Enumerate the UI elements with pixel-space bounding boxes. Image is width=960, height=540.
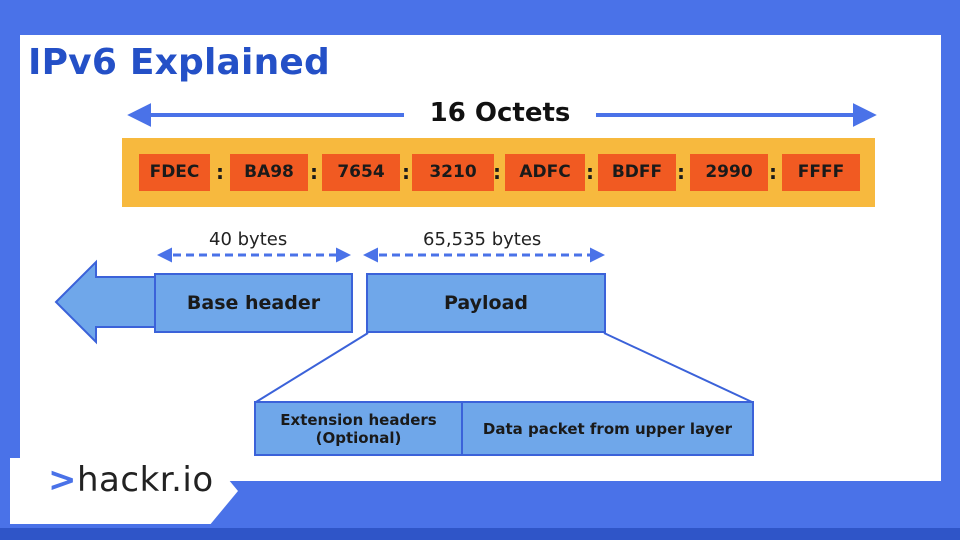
address-segment-3: 7654 bbox=[322, 154, 400, 191]
address-separator: : bbox=[677, 160, 685, 184]
brand-chevron-icon: > bbox=[48, 460, 77, 500]
brand-name: hackr.io bbox=[77, 460, 214, 500]
data-packet-box: Data packet from upper layer bbox=[461, 401, 754, 456]
base-header-box: Base header bbox=[154, 273, 353, 333]
address-segment-5: ADFC bbox=[505, 154, 585, 191]
base-header-size-label: 40 bytes bbox=[209, 229, 288, 250]
extension-headers-label: Extension headers bbox=[280, 410, 437, 429]
address-separator: : bbox=[310, 160, 318, 184]
extension-optional-label: (Optional) bbox=[315, 428, 402, 447]
payload-expand-line-left bbox=[255, 332, 369, 403]
logo-tab bbox=[10, 458, 238, 524]
address-segment-2: BA98 bbox=[230, 154, 308, 191]
address-segment-4: 3210 bbox=[412, 154, 494, 191]
payload-size-label: 65,535 bytes bbox=[423, 229, 542, 250]
address-separator: : bbox=[216, 160, 224, 184]
brand-logo: >hackr.io bbox=[48, 460, 214, 500]
address-segment-6: BDFF bbox=[598, 154, 676, 191]
payload-expand-line-right bbox=[603, 332, 753, 403]
bottom-band bbox=[0, 528, 960, 540]
address-separator: : bbox=[402, 160, 410, 184]
address-segment-7: 2990 bbox=[690, 154, 768, 191]
payload-label: Payload bbox=[443, 292, 529, 314]
address-separator: : bbox=[493, 160, 501, 184]
octets-label: 16 Octets bbox=[404, 96, 596, 130]
address-segment-1: FDEC bbox=[139, 154, 210, 191]
base-header-label: Base header bbox=[186, 292, 321, 314]
left-direction-arrow bbox=[54, 259, 159, 345]
address-separator: : bbox=[586, 160, 594, 184]
address-separator: : bbox=[769, 160, 777, 184]
address-segment-8: FFFF bbox=[782, 154, 860, 191]
page-title: IPv6 Explained bbox=[28, 42, 330, 83]
extension-headers-box: Extension headers (Optional) bbox=[254, 401, 463, 456]
data-packet-label: Data packet from upper layer bbox=[482, 419, 733, 438]
payload-box: Payload bbox=[366, 273, 606, 333]
